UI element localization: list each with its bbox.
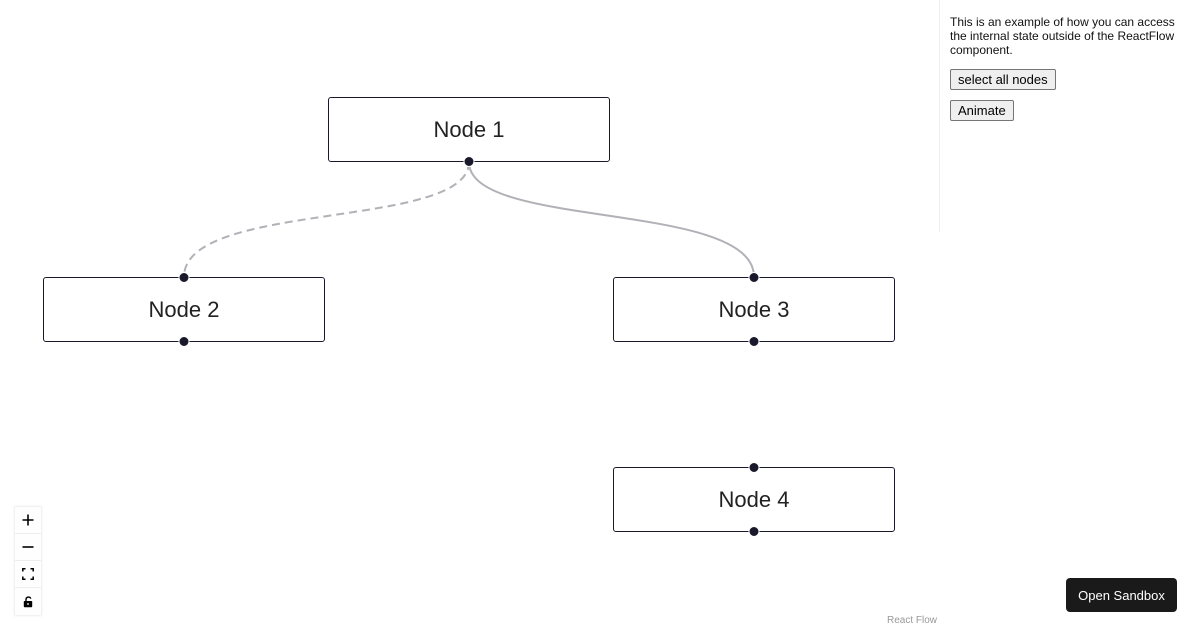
- node-3[interactable]: Node 3: [613, 272, 895, 347]
- node-3-label: Node 3: [718, 296, 790, 322]
- node-4-target-handle[interactable]: [748, 462, 760, 473]
- lock-icon: [23, 595, 33, 607]
- node-3-source-handle[interactable]: [748, 336, 760, 347]
- minus-icon: [22, 546, 34, 548]
- node-4-label: Node 4: [718, 486, 790, 512]
- zoom-controls: [15, 507, 41, 615]
- interactivity-toggle-button[interactable]: [15, 588, 41, 615]
- node-2-target-handle[interactable]: [178, 272, 190, 283]
- node-4-source-handle[interactable]: [748, 526, 760, 537]
- react-flow-attribution[interactable]: React Flow: [887, 615, 938, 626]
- sidebar-description: This is an example of how you can access…: [950, 15, 1175, 57]
- plus-icon: [22, 514, 34, 526]
- edge-1-3[interactable]: [468, 161, 755, 278]
- fit-view-icon: [22, 568, 34, 580]
- zoom-in-button[interactable]: [15, 507, 41, 534]
- fit-view-button[interactable]: [15, 561, 41, 588]
- sidebar-panel: This is an example of how you can access…: [939, 0, 1200, 232]
- node-1-label: Node 1: [433, 116, 505, 142]
- select-all-nodes-button[interactable]: select all nodes: [950, 69, 1056, 90]
- node-1-source-handle[interactable]: [463, 156, 475, 167]
- zoom-out-button[interactable]: [15, 534, 41, 561]
- node-2-source-handle[interactable]: [178, 336, 190, 347]
- animate-button[interactable]: Animate: [950, 100, 1014, 121]
- node-2-label: Node 2: [148, 296, 220, 322]
- node-2[interactable]: Node 2: [43, 272, 325, 347]
- node-1[interactable]: Node 1: [328, 97, 610, 167]
- node-3-target-handle[interactable]: [748, 272, 760, 283]
- edge-1-2[interactable]: [183, 161, 470, 278]
- node-4[interactable]: Node 4: [613, 462, 895, 537]
- open-sandbox-button[interactable]: Open Sandbox: [1066, 578, 1177, 612]
